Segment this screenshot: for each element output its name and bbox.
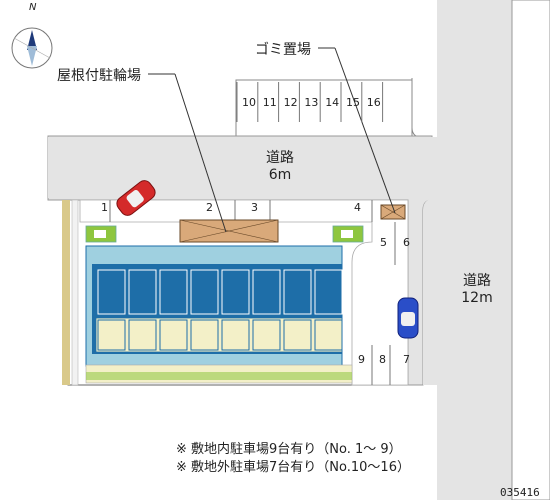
offsite-space-13: 13 <box>304 96 319 109</box>
unit-room <box>159 319 188 351</box>
left-hedge <box>62 200 70 385</box>
bike-parking-label: 屋根付駐輪場 <box>57 68 141 84</box>
road-right-name: 道路 <box>463 273 491 289</box>
offsite-space-11: 11 <box>262 96 277 109</box>
offsite-space-12: 12 <box>283 96 298 109</box>
bike-parking-structure <box>179 219 279 243</box>
unit-upper <box>159 269 188 315</box>
unit-upper <box>97 269 126 315</box>
garbage-box <box>380 204 406 220</box>
unit-room <box>314 319 343 351</box>
property-code: 035416 <box>500 486 540 499</box>
offsite-space-10: 10 <box>242 96 256 109</box>
parking-space-9: 9 <box>358 353 365 366</box>
unit-room <box>252 319 281 351</box>
unit-upper <box>221 269 250 315</box>
parking-space-3: 3 <box>251 201 258 214</box>
onsite-parking-lines <box>109 200 396 385</box>
unit-room <box>221 319 250 351</box>
road-right-label: 道路 12m <box>452 273 502 307</box>
blue-car-icon <box>397 297 419 339</box>
leader-garbage-diag <box>334 47 396 214</box>
red-car-icon <box>116 180 156 216</box>
road-top-fill <box>48 137 512 198</box>
garbage-area-label: ゴミ置場 <box>255 42 311 58</box>
parking-space-4: 4 <box>354 201 361 214</box>
road-right-lower <box>423 198 437 385</box>
unit-upper <box>128 269 157 315</box>
offsite-space-16: 16 <box>366 96 381 109</box>
unit-room <box>190 319 219 351</box>
unit-room <box>128 319 157 351</box>
road-top-name: 道路 <box>266 150 294 166</box>
offsite-space-15: 15 <box>346 96 360 109</box>
unit-upper <box>252 269 281 315</box>
parking-space-8: 8 <box>379 353 386 366</box>
unit-upper <box>283 269 312 315</box>
note-offsite-parking: ※ 敷地外駐車場7台有り（No.10～16） <box>176 460 410 475</box>
compass-north-label: N <box>29 2 37 13</box>
road-right-edge <box>511 0 550 500</box>
left-strip <box>71 199 79 386</box>
offsite-curb <box>411 78 432 139</box>
unit-room <box>283 319 312 351</box>
planter-left-inner <box>94 230 106 238</box>
parking-space-5: 5 <box>380 236 387 249</box>
road-top-label: 道路 6m <box>255 150 305 184</box>
apartment-building <box>85 245 343 367</box>
compass-icon <box>11 27 53 69</box>
driveway <box>79 199 409 386</box>
leader-bike-parking-diag <box>174 73 227 233</box>
parking-space-7: 7 <box>403 353 410 366</box>
parking-space-1: 1 <box>101 201 108 214</box>
road-top-width: 6m <box>268 167 292 183</box>
note-onsite-parking: ※ 敷地内駐車場9台有り（No. 1～ 9） <box>176 442 402 457</box>
road-right-width: 12m <box>461 290 493 306</box>
road-right <box>437 0 512 500</box>
parking-space-6: 6 <box>403 236 410 249</box>
planter-right-inner <box>341 230 353 238</box>
unit-upper <box>190 269 219 315</box>
offsite-space-14: 14 <box>325 96 340 109</box>
parking-space-2: 2 <box>206 201 213 214</box>
unit-upper <box>314 269 343 315</box>
unit-room <box>97 319 126 351</box>
garden-border <box>86 372 352 380</box>
